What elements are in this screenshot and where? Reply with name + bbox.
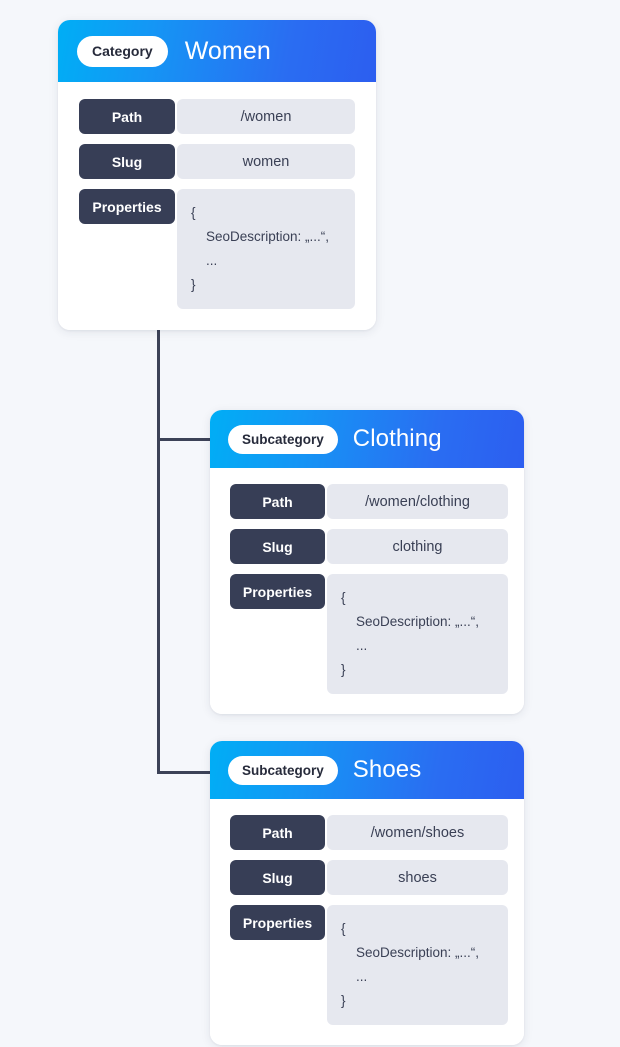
- field-label-properties: Properties: [230, 905, 325, 940]
- field-label-slug: Slug: [230, 529, 325, 564]
- field-row-path: Path /women/shoes: [230, 815, 508, 850]
- field-label-slug: Slug: [230, 860, 325, 895]
- node-title: Clothing: [352, 425, 442, 452]
- field-row-slug: Slug clothing: [230, 529, 508, 564]
- field-row-slug: Slug shoes: [230, 860, 508, 895]
- field-value-path: /women/clothing: [327, 484, 508, 519]
- field-value-properties: { SeoDescription: „...“, ... }: [327, 905, 508, 1026]
- node-body-women: Path /women Slug women Properties { SeoD…: [58, 82, 376, 331]
- connector-branch-to-clothing: [157, 438, 213, 441]
- field-row-path: Path /women/clothing: [230, 484, 508, 519]
- connector-trunk-women: [157, 318, 160, 774]
- node-type-badge: Category: [77, 35, 168, 67]
- field-row-path: Path /women: [79, 99, 355, 134]
- field-value-path: /women: [177, 99, 355, 134]
- node-header-women: Category Women: [58, 20, 376, 82]
- node-header-clothing: Subcategory Clothing: [210, 410, 524, 468]
- node-card-clothing[interactable]: Subcategory Clothing Path /women/clothin…: [210, 410, 524, 715]
- node-card-women[interactable]: Category Women Path /women Slug women Pr…: [58, 20, 376, 331]
- field-value-slug: women: [177, 144, 355, 179]
- field-label-path: Path: [79, 99, 175, 134]
- field-row-properties: Properties { SeoDescription: „...“, ... …: [230, 574, 508, 695]
- node-title: Shoes: [352, 756, 422, 783]
- node-body-clothing: Path /women/clothing Slug clothing Prope…: [210, 468, 524, 715]
- field-label-slug: Slug: [79, 144, 175, 179]
- field-row-properties: Properties { SeoDescription: „...“, ... …: [79, 189, 355, 310]
- field-value-slug: clothing: [327, 529, 508, 564]
- field-value-properties: { SeoDescription: „...“, ... }: [177, 189, 355, 310]
- field-label-properties: Properties: [230, 574, 325, 609]
- field-label-path: Path: [230, 815, 325, 850]
- field-row-properties: Properties { SeoDescription: „...“, ... …: [230, 905, 508, 1026]
- node-title: Women: [184, 36, 271, 65]
- field-label-path: Path: [230, 484, 325, 519]
- field-value-slug: shoes: [327, 860, 508, 895]
- node-type-badge: Subcategory: [228, 424, 338, 454]
- field-value-properties: { SeoDescription: „...“, ... }: [327, 574, 508, 695]
- field-value-path: /women/shoes: [327, 815, 508, 850]
- node-body-shoes: Path /women/shoes Slug shoes Properties …: [210, 799, 524, 1046]
- node-header-shoes: Subcategory Shoes: [210, 741, 524, 799]
- node-card-shoes[interactable]: Subcategory Shoes Path /women/shoes Slug…: [210, 741, 524, 1046]
- field-row-slug: Slug women: [79, 144, 355, 179]
- field-label-properties: Properties: [79, 189, 175, 224]
- node-type-badge: Subcategory: [228, 755, 338, 785]
- connector-branch-to-shoes: [157, 771, 213, 774]
